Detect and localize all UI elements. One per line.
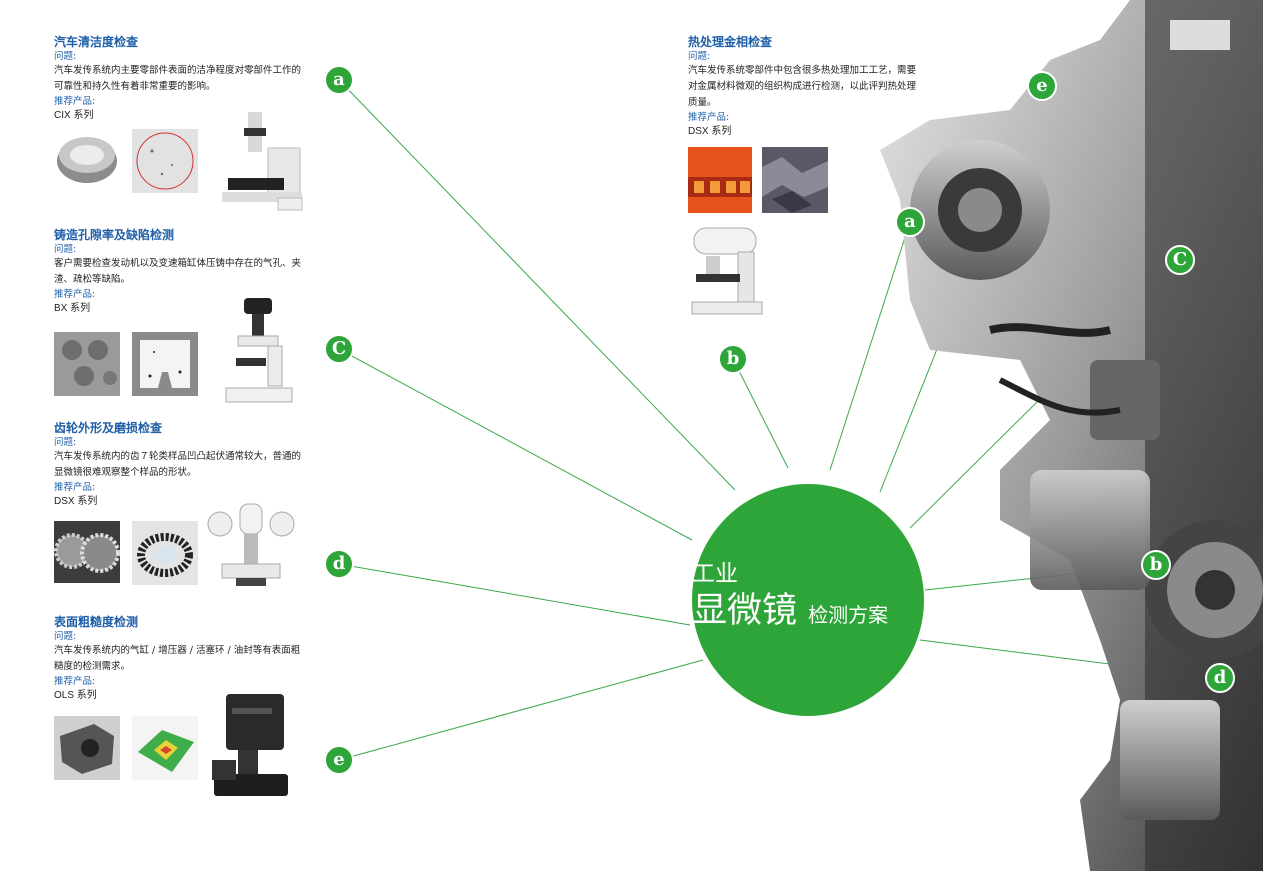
section-title: 齿轮外形及磨损检查 xyxy=(54,421,163,435)
question-text: 汽车发传系统内的气缸 / 增压器 / 活塞环 / 油封等有表面粗糙度的检测需求。 xyxy=(54,645,301,672)
product-label: 推荐产品: xyxy=(54,289,96,300)
badge-b-top: b xyxy=(718,344,748,374)
engine-illustration xyxy=(880,0,1263,871)
roughness-map-image xyxy=(132,716,198,780)
badge-c-engine: C xyxy=(1165,245,1195,275)
hub-sub-text: 检测方案 xyxy=(808,603,889,627)
cix-microscope-image xyxy=(218,108,308,212)
badge-a-engine: a xyxy=(895,207,925,237)
gear-3d-scan-image xyxy=(132,521,198,585)
line-e-left xyxy=(338,659,704,761)
badge-d-left: d xyxy=(324,549,354,579)
badge-a-left: a xyxy=(324,65,354,95)
hub-main-text: 显微镜 xyxy=(692,591,798,631)
section-casting: 铸造孔隙率及缺陷检测 问题: 客户需要检查发动机以及变速箱缸体压铸中存在的气孔、… xyxy=(54,227,304,317)
question-label: 问题: xyxy=(54,631,77,642)
bx-microscope-image xyxy=(218,292,300,410)
filter-disc-image xyxy=(54,129,120,189)
metallographic-image xyxy=(762,147,828,213)
section-cleanliness: 汽车清洁度检查 问题: 汽车发传系统内主要零部件表面的洁净程度对零部件工作的可靠… xyxy=(54,34,304,124)
product-label: 推荐产品: xyxy=(688,112,730,123)
product-name: DSX 系列 xyxy=(688,126,732,137)
cylinder-head-image xyxy=(54,716,120,780)
question-label: 问题: xyxy=(54,51,77,62)
product-label: 推荐产品: xyxy=(54,676,96,687)
heated-parts-image xyxy=(688,147,752,213)
question-label: 问题: xyxy=(54,437,77,448)
casting-defect-image xyxy=(132,332,198,396)
line-c-left xyxy=(338,348,693,541)
hub-line2: 显微镜 检测方案 xyxy=(692,582,888,633)
product-name: OLS 系列 xyxy=(54,690,97,701)
dsx-heat-microscope-image xyxy=(688,222,766,320)
question-label: 问题: xyxy=(54,244,77,255)
ols-microscope-image xyxy=(208,690,294,804)
line-d-left xyxy=(338,563,691,626)
central-hub: 工业 显微镜 检测方案 xyxy=(692,484,924,716)
section-gear: 齿轮外形及磨损检查 问题: 汽车发传系统内的齿７轮类样品凹凸起伏通常较大，普通的… xyxy=(54,420,304,510)
section-roughness: 表面粗糙度检测 问题: 汽车发传系统内的气缸 / 增压器 / 活塞环 / 油封等… xyxy=(54,614,304,704)
engine-block-casting-image xyxy=(54,332,120,396)
product-label: 推荐产品: xyxy=(54,96,96,107)
product-name: BX 系列 xyxy=(54,303,91,314)
badge-b-engine: b xyxy=(1141,550,1171,580)
badge-e-left: e xyxy=(324,745,354,775)
badge-e-engine: e xyxy=(1027,71,1057,101)
product-label: 推荐产品: xyxy=(54,482,96,493)
question-label: 问题: xyxy=(688,51,711,62)
section-title: 表面粗糙度检测 xyxy=(54,615,139,629)
gears-image xyxy=(54,521,120,583)
line-b-top xyxy=(732,358,789,469)
line-a-left xyxy=(338,79,736,491)
section-title: 汽车清洁度检查 xyxy=(54,35,139,49)
dsx-microscope-image xyxy=(206,498,296,588)
question-text: 汽车发传系统零部件中包含很多热处理加工工艺，需要对金属材料微观的组织构成进行检测… xyxy=(688,65,917,108)
section-title: 热处理金相检查 xyxy=(688,35,773,49)
product-name: CIX 系列 xyxy=(54,110,94,121)
badge-c-left: C xyxy=(324,334,354,364)
badge-d-engine: d xyxy=(1205,663,1235,693)
hub-line1: 工业 xyxy=(692,561,738,587)
product-name: DSX 系列 xyxy=(54,496,98,507)
question-text: 汽车发传系统内的齿７轮类样品凹凸起伏通常较大，普通的显微镜很难观察整个样品的形状… xyxy=(54,451,302,478)
question-text: 客户需要检查发动机以及变速箱缸体压铸中存在的气孔、夹渣、疏松等缺陷。 xyxy=(54,258,302,285)
section-heat-treatment: 热处理金相检查 问题: 汽车发传系统零部件中包含很多热处理加工工艺，需要对金属材… xyxy=(688,34,920,140)
line-a-engine xyxy=(829,221,911,471)
filter-membrane-image xyxy=(132,129,198,193)
section-title: 铸造孔隙率及缺陷检测 xyxy=(54,228,175,242)
question-text: 汽车发传系统内主要零部件表面的洁净程度对零部件工作的可靠性和持久性有着非常重要的… xyxy=(54,65,302,92)
